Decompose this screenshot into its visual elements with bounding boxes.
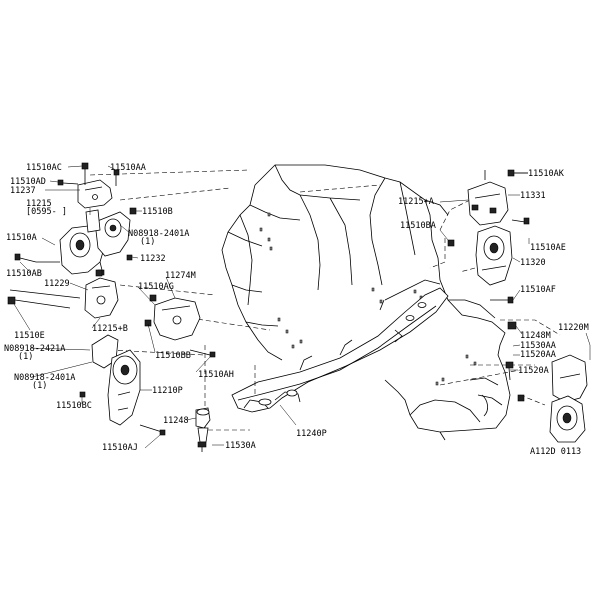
- callout-11530A: 11530A: [225, 441, 256, 451]
- callout-0595: [0595- ]: [26, 207, 67, 217]
- callout-labels: 11510AC 11510AA 11510AD 11237 11215 [059…: [4, 163, 589, 457]
- callout-11510AH: 11510AH: [198, 370, 234, 380]
- mount-11331: [467, 169, 528, 226]
- callout-11510BB: 11510BB: [155, 351, 191, 361]
- callout-11210P: 11210P: [152, 386, 183, 396]
- callout-11510AF: 11510AF: [520, 285, 556, 295]
- callout-11229: 11229: [44, 279, 70, 289]
- callout-08918-2401A-upper-qty: (1): [140, 237, 155, 247]
- callout-08918-2421A-qty: (1): [18, 352, 33, 362]
- callout-11510AB: 11510AB: [6, 269, 42, 279]
- bracket-11274M: [144, 294, 216, 358]
- callout-11248-center: 11248: [163, 416, 189, 426]
- bracket-11237: [57, 162, 120, 209]
- callout-11510AK: 11510AK: [528, 169, 565, 179]
- callout-11510A-left: 11510A: [6, 233, 37, 243]
- callout-08918-2401A-lower: N08918-2401A: [14, 373, 75, 383]
- callout-11510E: 11510E: [14, 331, 45, 341]
- mount-11220M: [505, 321, 588, 443]
- callout-11510BA: 11510BA: [400, 221, 436, 231]
- callout-11510AG: 11510AG: [138, 282, 174, 292]
- callout-11274M: 11274M: [165, 271, 196, 281]
- callout-08918-2401A-lower-qty: (1): [32, 381, 47, 391]
- callout-08918-2401A-upper: N08918-2401A: [128, 229, 189, 239]
- callout-11510AD: 11510AD: [10, 177, 46, 187]
- callout-11320: 11320: [520, 258, 546, 268]
- mount-11210P: [79, 334, 166, 436]
- callout-11520A: 11520A: [518, 366, 549, 376]
- callout-11237: 11237: [10, 186, 36, 196]
- mount-left-lower: [7, 269, 119, 319]
- callout-11240P: 11240P: [296, 429, 327, 439]
- callout-11510AA: 11510AA: [110, 163, 146, 173]
- callout-08918-2421A: N08918-2421A: [4, 344, 65, 354]
- callout-11248M: 11248M: [520, 331, 551, 341]
- figure-reference-code: A112D 0113: [530, 447, 581, 457]
- callout-11520AA: 11520AA: [520, 350, 556, 360]
- callout-11510BC: 11510BC: [56, 401, 92, 411]
- callout-11331: 11331: [520, 191, 546, 201]
- callout-11530AA: 11530AA: [520, 341, 556, 351]
- crossmember: [231, 279, 449, 413]
- mount-left-upper: [14, 207, 137, 276]
- mount-11320: [447, 217, 530, 304]
- callout-11510B: 11510B: [142, 207, 173, 217]
- callout-11510AJ: 11510AJ: [102, 443, 138, 453]
- leader-lines: [13, 165, 591, 449]
- callout-11510AC: 11510AC: [26, 163, 62, 173]
- callout-11220M: 11220M: [558, 323, 589, 333]
- callout-11215-A: 11215+A: [398, 197, 434, 207]
- callout-11215-B: 11215+B: [92, 324, 128, 334]
- stopper-11248: [195, 407, 211, 452]
- engine-block-outline: [221, 164, 511, 441]
- callout-11215: 11215: [26, 199, 52, 209]
- callout-11510AE: 11510AE: [530, 243, 566, 253]
- callout-11232: 11232: [140, 254, 166, 264]
